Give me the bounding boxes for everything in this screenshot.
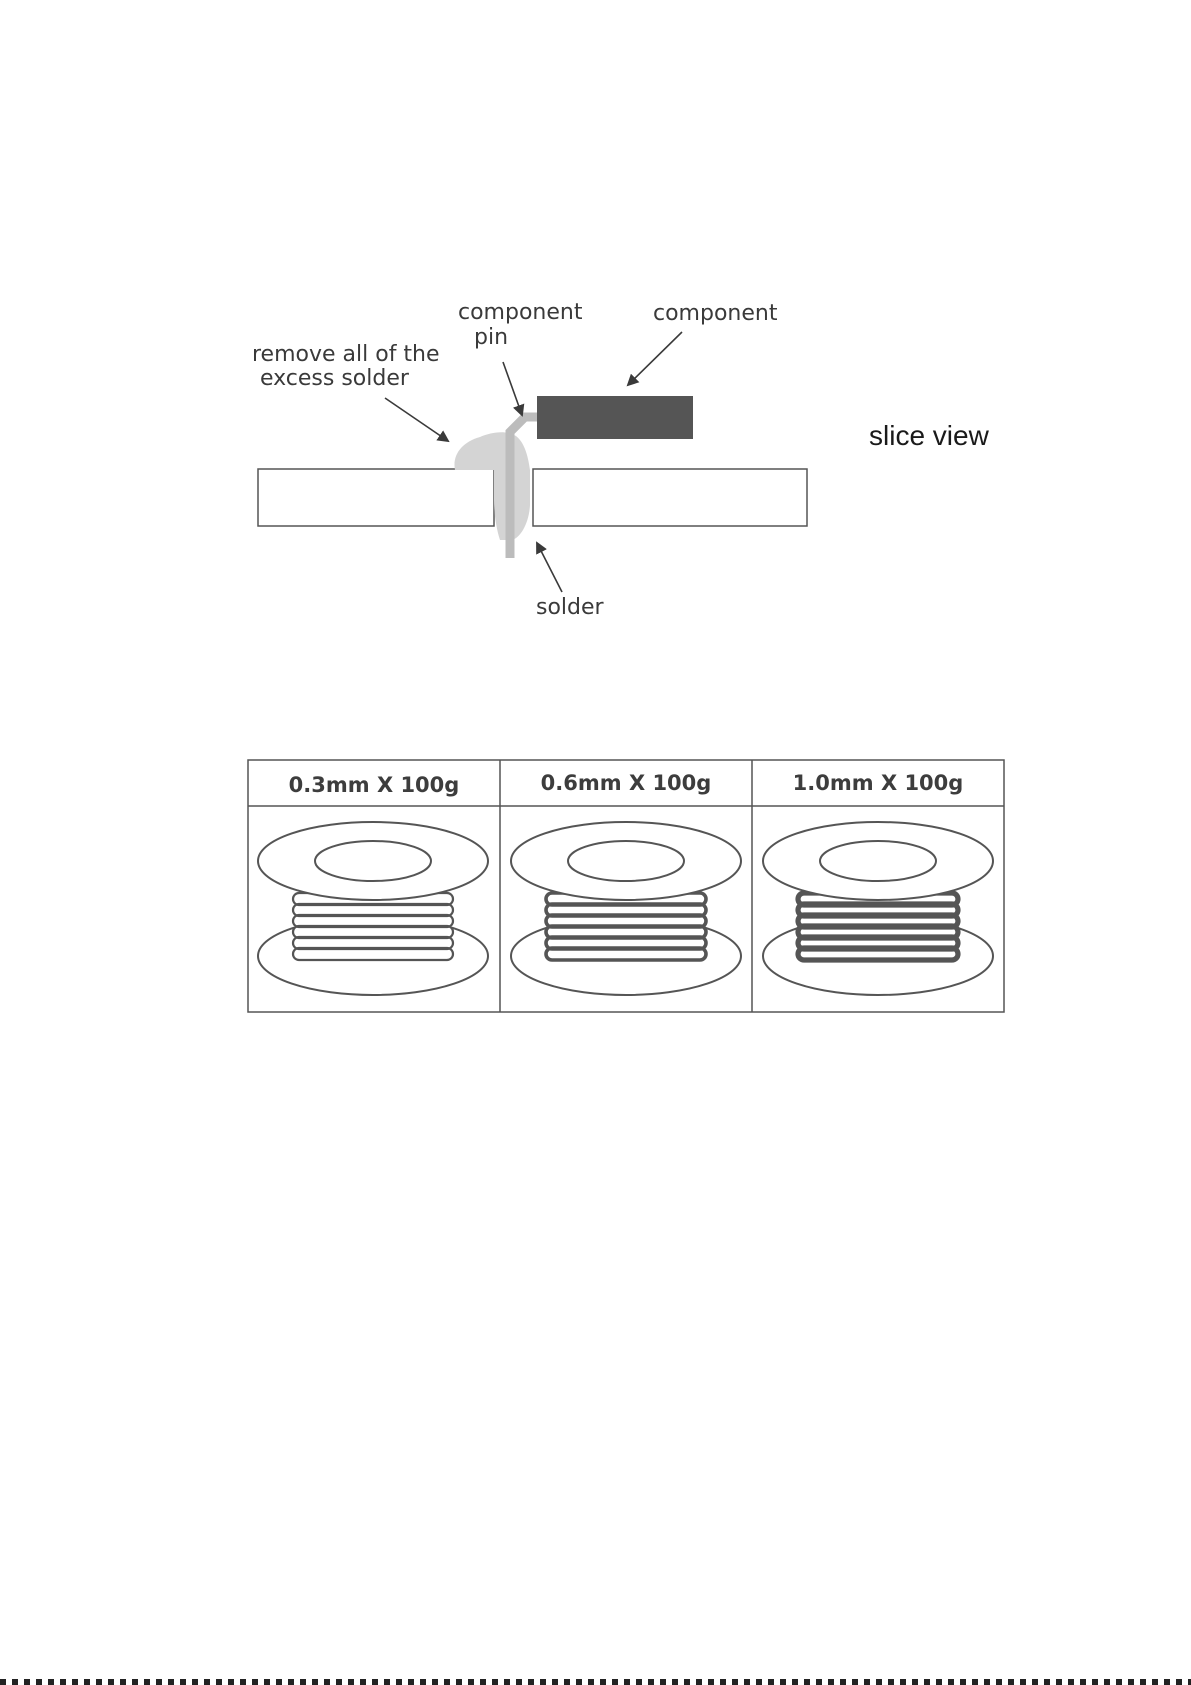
arrow-component	[628, 332, 682, 385]
label-slice-view: slice view	[869, 420, 990, 451]
solder-spool-2	[511, 822, 741, 995]
label-component-pin-line2: pin	[474, 325, 508, 350]
arrow-remove-excess	[385, 398, 448, 441]
label-component: component	[653, 301, 778, 326]
label-component-pin-line1: component	[458, 300, 583, 325]
spool-center-hole	[568, 841, 684, 881]
pcb-board-left	[258, 469, 494, 526]
slice-view-diagram: component pin component remove all of th…	[252, 300, 990, 620]
solder-spool-1	[258, 822, 488, 995]
label-remove-line1: remove all of the	[252, 342, 440, 367]
spool-center-hole	[315, 841, 431, 881]
spool-header-2: 0.6mm X 100g	[541, 771, 712, 795]
label-solder: solder	[536, 595, 605, 620]
arrow-solder	[537, 543, 562, 592]
solder-spool-3	[763, 822, 993, 995]
spool-center-hole	[820, 841, 936, 881]
label-remove-line2: excess solder	[260, 366, 410, 391]
bottom-edge-strip	[0, 1679, 1191, 1685]
spool-header-1: 0.3mm X 100g	[289, 773, 460, 797]
arrow-component-pin	[503, 362, 522, 415]
spool-table: 0.3mm X 100g 0.6mm X 100g 1.0mm X 100g	[248, 760, 1004, 1012]
pcb-board-right	[533, 469, 807, 526]
component-body	[537, 396, 693, 439]
spool-header-3: 1.0mm X 100g	[793, 771, 964, 795]
